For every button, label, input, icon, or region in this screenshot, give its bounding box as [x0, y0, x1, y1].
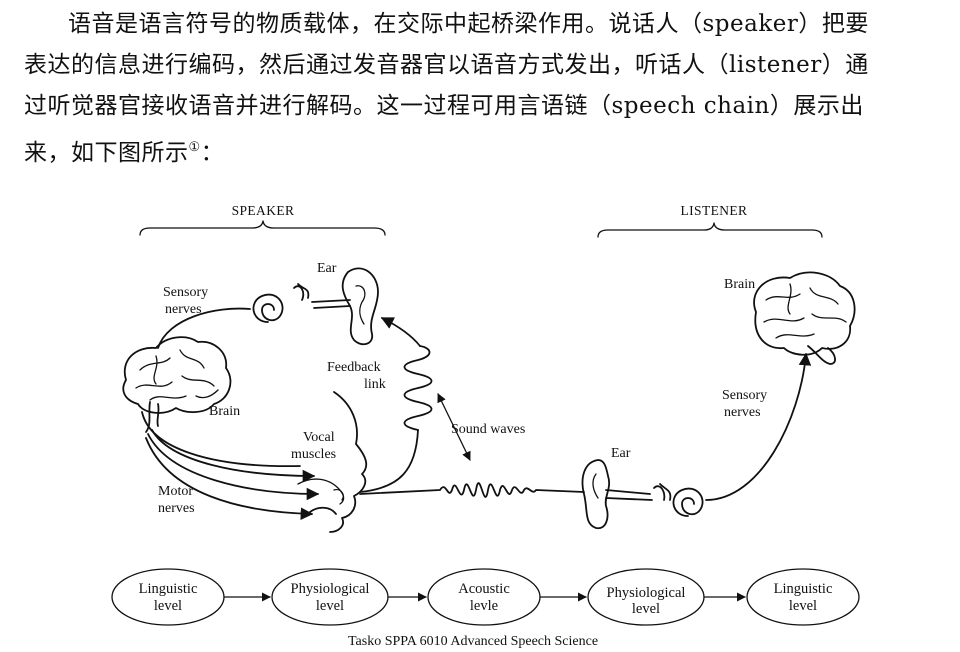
listener-brain-label: Brain: [724, 277, 755, 292]
listener-sensory-label-2: nerves: [724, 405, 761, 420]
feedback-label-1: Feedback: [327, 360, 381, 375]
speaker-sensory-nerve-path: [157, 307, 251, 349]
footnote-mark: ①: [188, 140, 201, 155]
speaker-cochlea-icon: [252, 293, 284, 323]
level-label: level: [632, 601, 660, 617]
level-label: Physiological: [291, 581, 370, 597]
listener-sensory-label-1: Sensory: [722, 388, 767, 403]
sound-wave-pointer: [437, 393, 471, 461]
paragraph-line: 来，如下图所示①：: [24, 127, 940, 174]
level-label: level: [789, 598, 817, 614]
motor-nerves-label-2: nerves: [158, 501, 195, 516]
paragraph-line: 过听觉器官接收语音并进行解码。这一过程可用言语链（speech chain）展示…: [24, 93, 864, 119]
speaker-vocal-tract-icon: [297, 391, 368, 533]
level-node: [271, 568, 389, 626]
level-label: Linguistic: [774, 581, 833, 597]
paragraph-text: ：: [200, 140, 225, 166]
level-node: [111, 568, 225, 626]
level-node: [746, 568, 860, 626]
level-label: Physiological: [607, 585, 686, 601]
vocal-muscles-label-1: Vocal: [303, 430, 335, 445]
speaker-header: SPEAKER: [232, 203, 295, 218]
intro-paragraph: 语音是语言符号的物质载体，在交际中起桥梁作用。说话人（speaker）把要 表达…: [24, 4, 940, 174]
paragraph-text: 来，如下图所示: [24, 140, 189, 166]
sound-wave-path: [359, 482, 585, 498]
paragraph-line: 表达的信息进行编码，然后通过发音器官以语音方式发出，听话人（listener）通: [24, 52, 869, 78]
speaker-loop-path: [141, 411, 301, 467]
listener-header: LISTENER: [681, 203, 748, 218]
motor-nerve-arrow-3: [145, 437, 314, 520]
feedback-path: [359, 429, 419, 493]
vocal-muscles-label-2: muscles: [291, 447, 336, 462]
listener-brace: [597, 222, 823, 238]
speaker-ear-icon: [293, 267, 379, 346]
listener-ear-icon: [581, 459, 672, 530]
sound-waves-label: Sound waves: [451, 422, 525, 437]
listener-cochlea-icon: [672, 487, 704, 517]
listener-sensory-nerve-arrow: [705, 352, 812, 501]
level-label: Acoustic: [458, 581, 510, 597]
motor-nerves-label-1: Motor: [158, 484, 193, 499]
speaker-sensory-label-2: nerves: [165, 302, 202, 317]
level-label: Linguistic: [139, 581, 198, 597]
paragraph-line: 语音是语言符号的物质载体，在交际中起桥梁作用。说话人（speaker）把要: [68, 11, 869, 37]
level-flow: Linguistic level Physiological level Aco…: [111, 568, 860, 626]
footer-caption: Tasko SPPA 6010 Advanced Speech Science: [348, 634, 598, 649]
feedback-wave: [403, 345, 433, 431]
speaker-ear-label: Ear: [317, 261, 337, 276]
level-node: [427, 568, 541, 626]
feedback-arrow: [380, 317, 421, 347]
level-label: level: [316, 598, 344, 614]
listener-ear-label: Ear: [611, 446, 631, 461]
motor-nerve-arrow-2: [147, 433, 320, 501]
feedback-label-2: link: [364, 377, 386, 392]
level-label: level: [154, 598, 182, 614]
speaker-brain-label: Brain: [209, 404, 240, 419]
level-label: levle: [470, 598, 498, 614]
speaker-sensory-label-1: Sensory: [163, 285, 208, 300]
listener-brain-icon: [753, 271, 856, 365]
speaker-brace: [139, 220, 386, 236]
motor-nerve-arrow-1: [151, 429, 316, 483]
